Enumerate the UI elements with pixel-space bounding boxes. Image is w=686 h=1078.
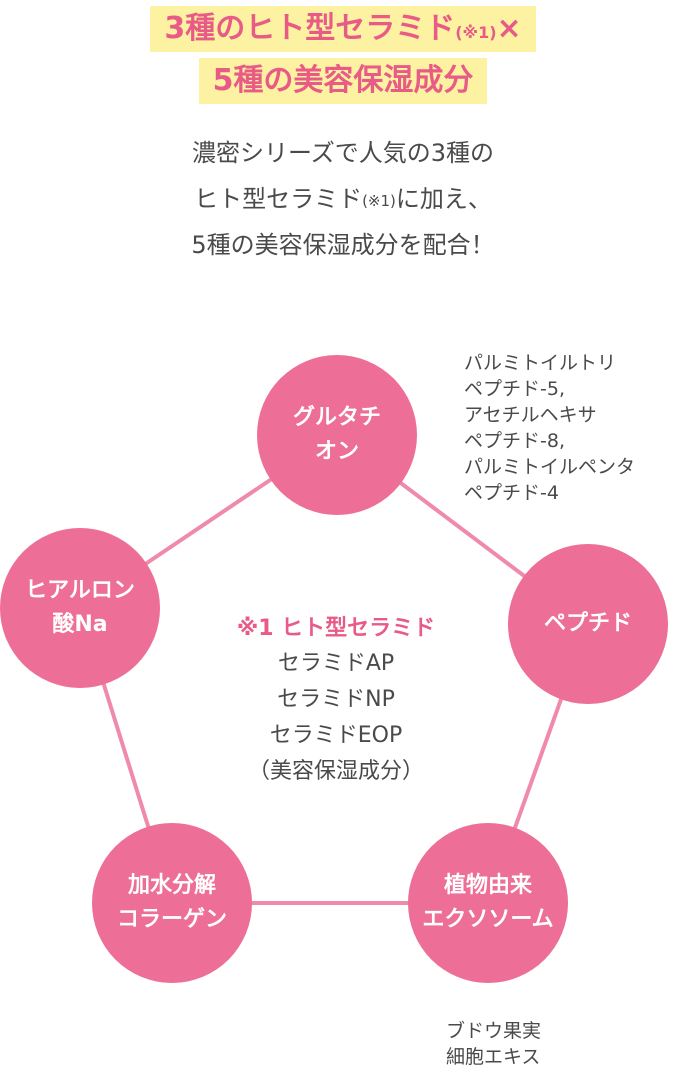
headline-times-sign: × [496, 11, 522, 46]
headline-highlight-2: 5種の美容保湿成分 [198, 58, 488, 104]
exosome-note-line: 細胞エキス [446, 1046, 541, 1068]
headline-line-2: 5種の美容保湿成分 [0, 58, 686, 104]
node-collagen-line-2: コラーゲン [116, 907, 227, 932]
ceramide-item: セラミドNP [277, 687, 395, 712]
node-glutathione: グルタチ オン [257, 355, 417, 515]
node-glutathione-line-2: オン [314, 439, 359, 464]
headline-line-1: 3種のヒト型セラミド(※1)× [0, 6, 686, 52]
node-exosome-line-2: エクソソーム [422, 907, 554, 932]
peptide-note-line: パルミトイルトリ [464, 352, 617, 374]
intro-paragraph: 濃密シリーズで人気の3種の ヒト型セラミド(※1)に加え、 5種の美容保湿成分を… [0, 130, 686, 268]
intro-footnote-ref: (※1) [362, 192, 396, 210]
node-peptide: ペプチド [508, 544, 668, 704]
ceramide-footnote-block: ※1 ヒト型セラミド セラミドAP セラミドNP セラミドEOP （美容保湿成分… [186, 612, 486, 790]
ceramide-item: セラミドEOP [269, 723, 403, 748]
headline-ceramide-text: 3種のヒト型セラミド [164, 11, 456, 46]
intro-ceramide-text: ヒト型セラミド [194, 185, 363, 213]
ceramide-item: （美容保湿成分） [247, 759, 424, 784]
node-plant-exosome: 植物由来 エクソソーム [408, 823, 568, 983]
node-hyaluronic-line-1: ヒアルロン [25, 578, 135, 603]
node-glutathione-line-1: グルタチ [292, 405, 381, 430]
intro-line-2-end: に加え、 [395, 185, 492, 213]
intro-line-1: 濃密シリーズで人気の3種の [191, 139, 495, 167]
intro-line-2: ヒト型セラミド(※1)に加え、 [0, 176, 686, 222]
node-hydrolyzed-collagen: 加水分解 コラーゲン [92, 823, 252, 983]
peptide-note-line: ペプチド-8, [464, 430, 565, 452]
headline-footnote-ref: (※1) [455, 23, 497, 42]
exosome-note: ブドウ果実 細胞エキス [446, 1018, 646, 1070]
peptide-note-line: ペプチド-5, [464, 378, 565, 400]
node-hyaluronic-acid: ヒアルロン 酸Na [0, 528, 160, 688]
intro-line-3: 5種の美容保湿成分を配合！ [191, 231, 495, 259]
node-peptide-line-1: ペプチド [543, 611, 632, 636]
node-collagen-line-1: 加水分解 [127, 873, 216, 898]
exosome-note-line: ブドウ果実 [446, 1020, 542, 1042]
node-hyaluronic-line-2: 酸Na [52, 612, 108, 637]
node-exosome-line-1: 植物由来 [443, 873, 532, 898]
ceramide-item: セラミドAP [277, 651, 395, 676]
peptide-note-line: アセチルヘキサ [464, 404, 597, 426]
peptide-note-line: パルミトイルペンタ [464, 456, 636, 478]
headline-highlight-1: 3種のヒト型セラミド(※1)× [150, 6, 536, 52]
ceramide-footnote-title: ※1 ヒト型セラミド [236, 616, 436, 641]
peptide-note-line: ペプチド-4 [464, 482, 559, 504]
peptide-note: パルミトイルトリ ペプチド-5, アセチルヘキサ ペプチド-8, パルミトイルペ… [464, 350, 686, 506]
